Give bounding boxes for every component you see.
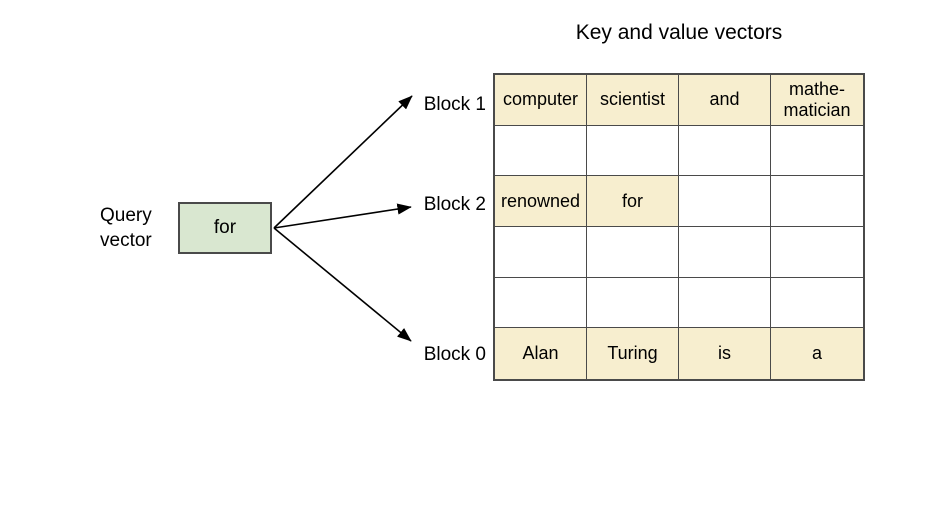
grid-cell-r3-c2	[679, 227, 771, 278]
block-label-block-2: Block 2	[423, 194, 486, 215]
grid-cell-r2-c0: renowned	[495, 176, 587, 227]
query-vector-label: Query vector	[100, 205, 152, 251]
arrow-to-block-2	[273, 203, 412, 229]
grid-cell-r3-c0	[495, 227, 587, 278]
grid-cell-r2-c1: for	[587, 176, 679, 227]
query-vector-token: for	[213, 217, 237, 238]
grid-cell-r1-c3	[771, 125, 863, 177]
grid-cell-r2-c2	[679, 176, 771, 227]
grid-cell-r4-c2	[679, 277, 771, 329]
arrow-to-block-0	[273, 227, 412, 342]
grid-cell-r5-c2: is	[679, 328, 771, 379]
grid-cell-r4-c0	[495, 277, 587, 329]
grid-cell-r3-c3	[771, 227, 863, 278]
grid-cell-r0-c1: scientist	[587, 75, 679, 126]
block-label-block-1: Block 1	[423, 94, 486, 115]
grid-cell-r1-c1	[587, 125, 679, 177]
grid-cell-r0-c3: mathe- matician	[771, 75, 863, 126]
grid-cell-r0-c2: and	[679, 75, 771, 126]
grid-cell-r0-c0: computer	[495, 75, 587, 126]
grid-cell-r3-c1	[587, 227, 679, 278]
block-label-block-0: Block 0	[423, 344, 486, 365]
arrow-to-block-1	[273, 95, 413, 229]
grid-cell-r4-c1	[587, 277, 679, 329]
page-title: Key and value vectors	[575, 21, 783, 44]
grid-cell-r5-c0: Alan	[495, 328, 587, 379]
grid-cell-r5-c1: Turing	[587, 328, 679, 379]
grid-cell-r1-c2	[679, 125, 771, 177]
grid-cell-r1-c0	[495, 125, 587, 177]
grid-cell-r2-c3	[771, 176, 863, 227]
query-vector-box: for	[178, 202, 272, 254]
grid-cell-r4-c3	[771, 277, 863, 329]
grid-cell-r5-c3: a	[771, 328, 863, 379]
